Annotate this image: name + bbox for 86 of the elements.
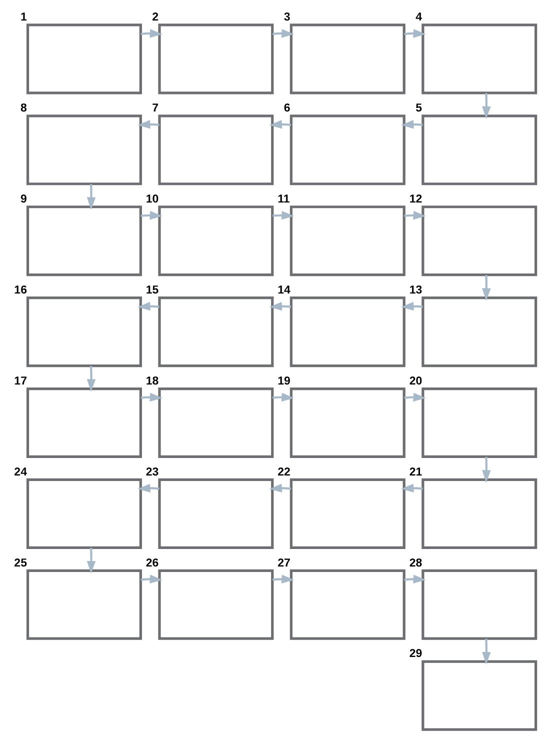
node-label: 11: [278, 193, 290, 206]
node-label: 13: [409, 284, 422, 296]
node-label: 10: [146, 193, 159, 206]
node-box: [290, 24, 406, 94]
node-label: 1: [20, 12, 27, 24]
arrow: [86, 366, 96, 392]
node-label: 6: [284, 102, 290, 115]
arrow: [272, 29, 294, 38]
node-label: 18: [146, 375, 159, 388]
node-label: 2: [152, 12, 159, 24]
node-box: [26, 569, 142, 640]
node-label: 23: [146, 466, 159, 478]
arrow: [138, 120, 160, 129]
node-label: 28: [409, 557, 422, 570]
node-label: 8: [20, 102, 27, 115]
arrow: [269, 120, 292, 129]
arrow: [138, 484, 160, 493]
node-box: [158, 569, 274, 640]
node-box: [290, 569, 406, 640]
node-label: 15: [146, 284, 159, 296]
node-box: [158, 478, 274, 549]
node-box: [422, 569, 538, 640]
node-box: [158, 296, 274, 368]
node-box: [422, 296, 538, 368]
node-label: 9: [20, 193, 27, 206]
arrow: [138, 302, 160, 311]
node-label: 16: [14, 284, 27, 296]
node-box: [422, 206, 538, 276]
node-box: [422, 387, 538, 458]
arrow: [86, 548, 96, 574]
node-label: 21: [409, 466, 422, 478]
arrow: [482, 93, 491, 119]
node-box: [290, 478, 406, 549]
arrow: [140, 210, 162, 220]
node-label: 17: [14, 375, 27, 388]
arrow: [140, 574, 162, 584]
node-box: [26, 296, 142, 368]
node-box: [290, 387, 406, 458]
node-label: 7: [152, 102, 159, 115]
arrow: [269, 302, 292, 311]
node-label: 26: [146, 557, 159, 570]
node-label: 22: [278, 466, 290, 478]
node-box: [158, 114, 274, 186]
node-box: [158, 206, 274, 276]
node-label: 4: [416, 12, 422, 24]
arrow: [272, 210, 294, 220]
node-label: 25: [14, 557, 27, 570]
node-box: [158, 24, 274, 94]
arrow: [404, 392, 426, 402]
node-label: 27: [278, 557, 290, 570]
arrow: [269, 484, 292, 493]
node-box: [26, 114, 142, 186]
arrow: [404, 29, 426, 38]
node-label: 3: [284, 12, 290, 24]
arrow: [140, 392, 162, 402]
node-label: 12: [409, 193, 422, 206]
node-box: [158, 387, 274, 458]
arrow: [404, 574, 426, 584]
node-box: [26, 24, 142, 94]
node-box: [422, 114, 538, 186]
node-label: 24: [14, 466, 27, 478]
node-box: [26, 206, 142, 276]
node-box: [290, 296, 406, 368]
node-box: [422, 660, 538, 731]
node-box: [290, 206, 406, 276]
node-label: 14: [278, 284, 290, 296]
node-box: [422, 24, 538, 94]
node-label: 19: [278, 375, 290, 388]
arrow: [272, 574, 294, 584]
node-box: [26, 387, 142, 458]
arrow: [482, 274, 491, 301]
arrow: [404, 210, 426, 220]
node-label: 29: [409, 648, 422, 660]
arrow: [272, 392, 294, 402]
arrow: [401, 120, 423, 129]
node-label: 5: [416, 102, 422, 115]
arrow: [401, 484, 423, 493]
node-box: [422, 478, 538, 549]
arrow: [86, 184, 96, 210]
node-label: 20: [409, 375, 422, 388]
arrow: [140, 29, 162, 38]
arrow: [401, 302, 423, 311]
arrow: [482, 638, 491, 665]
node-box: [290, 114, 406, 186]
arrow: [482, 456, 491, 483]
node-box: [26, 478, 142, 549]
